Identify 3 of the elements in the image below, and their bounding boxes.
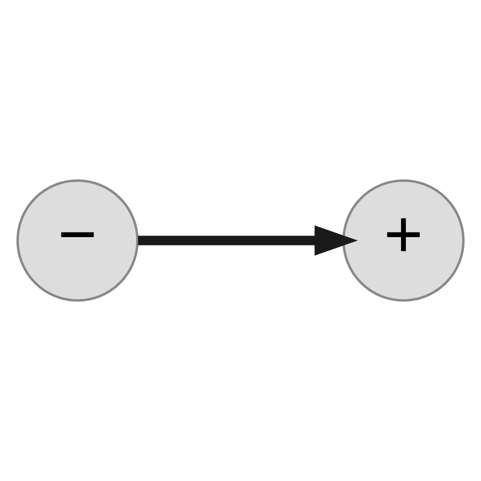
node-circle: + [342,179,465,302]
arrow [138,225,358,256]
node-circle: − [16,179,139,302]
